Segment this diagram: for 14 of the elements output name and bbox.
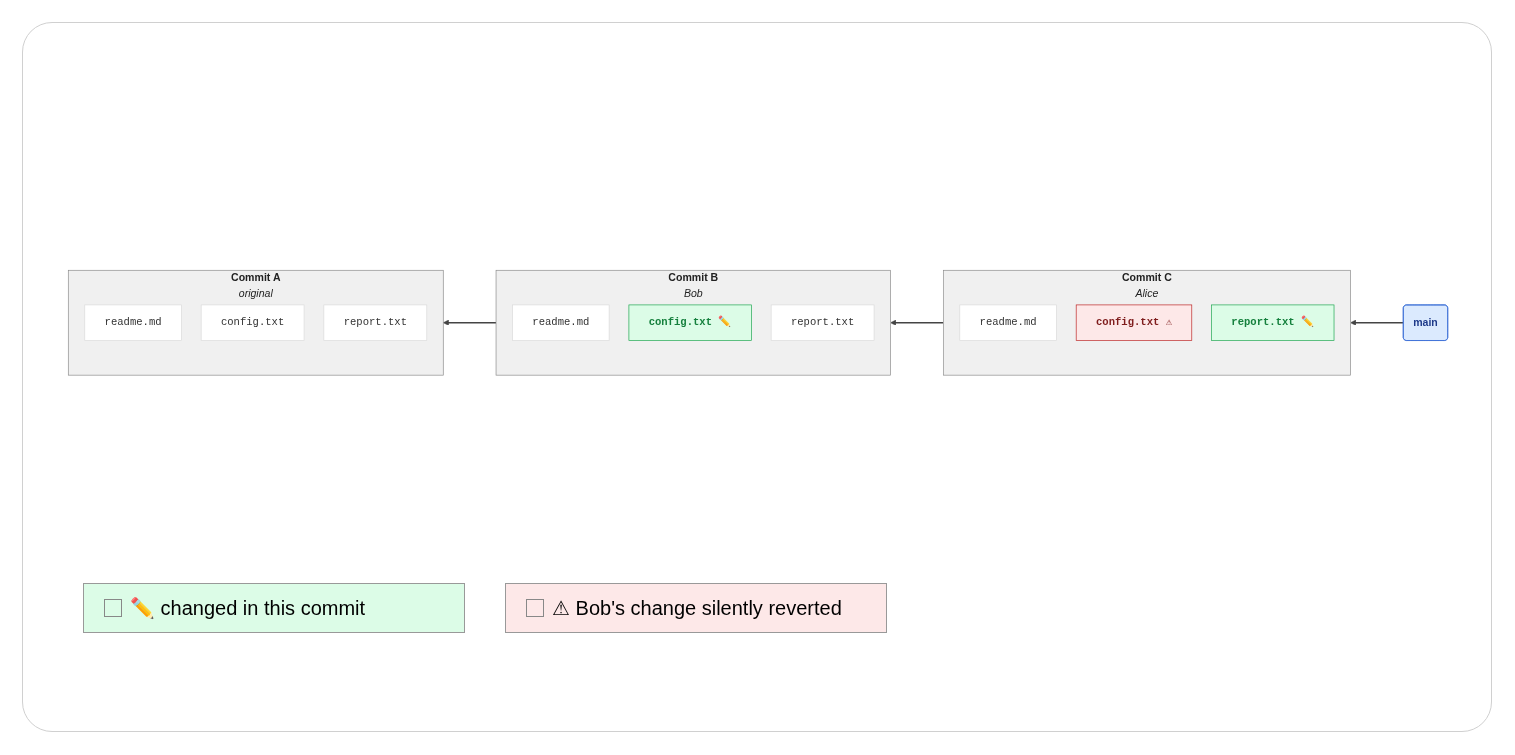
legend-text: ⚠ Bob's change silently reverted (552, 596, 842, 620)
node-box: report.txt (770, 304, 875, 342)
node-box: readme.md (84, 304, 182, 342)
node-box: readme.md (512, 304, 610, 342)
arrow (443, 320, 497, 326)
arrow (890, 320, 944, 326)
node-box: config.txt ✏ (628, 304, 752, 342)
node-box: report.txt ✏ (1211, 304, 1335, 342)
node-box: readme.md (959, 304, 1057, 342)
node-box: config.txt ⚠ (1075, 304, 1193, 342)
legend-text: ✏ changed in this commit (130, 596, 366, 620)
arrow (1350, 320, 1404, 326)
node-box: report.txt (323, 304, 428, 342)
node-box: config.txt (200, 304, 305, 342)
